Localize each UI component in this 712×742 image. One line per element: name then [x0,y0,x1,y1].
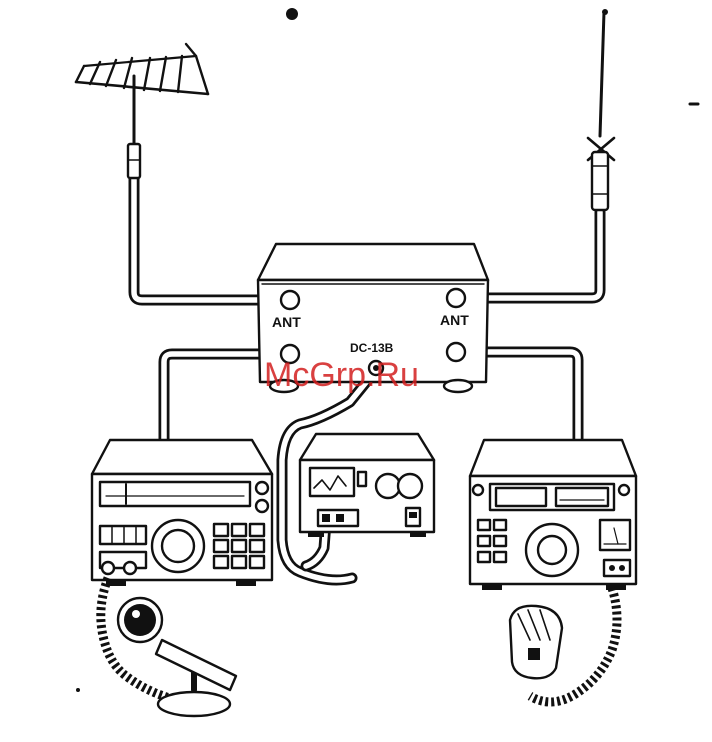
dot-mark [76,688,80,692]
radio-port-right [447,343,465,361]
left-transceiver [92,440,272,586]
right-transceiver [470,440,636,590]
dc-label: DC-13B [350,341,394,355]
ant-label-right: ANT [440,312,469,328]
power-supply [300,434,434,537]
whip-antenna-icon [588,9,614,210]
watermark-text: McGrp.Ru [264,356,419,394]
handheld-microphone-icon [510,588,617,702]
dot-mark [286,8,298,20]
ant-label-left: ANT [272,314,301,330]
keypad-left [214,524,264,568]
yagi-antenna-icon [76,44,208,178]
ant-port-left [281,291,299,309]
ant-port-right [447,289,465,307]
desk-microphone-icon [101,578,236,716]
